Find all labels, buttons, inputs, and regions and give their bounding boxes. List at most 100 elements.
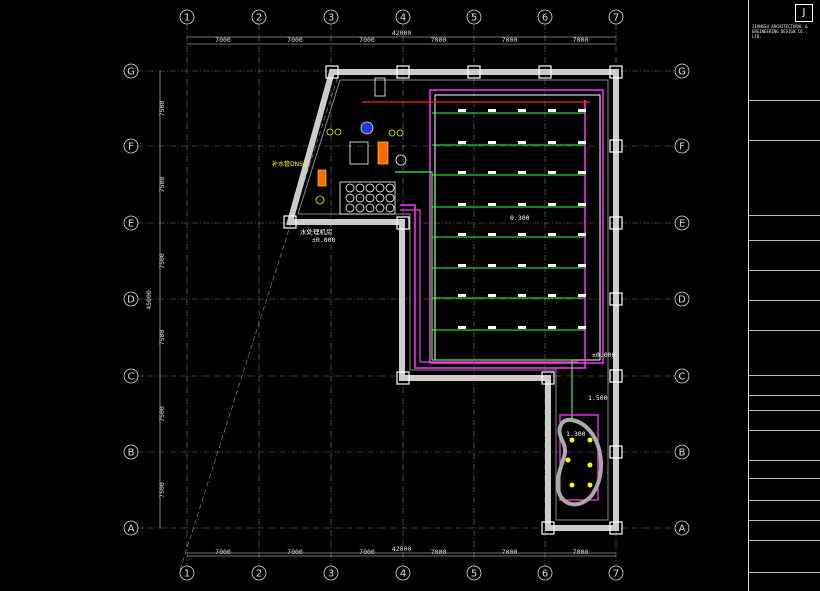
- col-top-4-bubble: [395, 9, 411, 25]
- col-bottom-3-bubble: [323, 565, 339, 581]
- col-top-1-bubble: [179, 9, 195, 25]
- return-main-pipe-2: [400, 209, 578, 363]
- supply-main-pipe: [395, 171, 433, 360]
- filter-tank: [365, 203, 375, 213]
- inlet-fitting: [518, 233, 526, 236]
- inlet-fitting: [578, 233, 586, 236]
- row-left-A-bubble: [123, 520, 139, 536]
- small-pool-fitting: [569, 482, 575, 488]
- col-bottom-1-bubble: [179, 565, 195, 581]
- supply-to-small-pool: [432, 359, 573, 420]
- title-block-row-line: [749, 240, 820, 241]
- inlet-fitting: [548, 171, 556, 174]
- dim-seg-bottom-text: 7000: [431, 548, 447, 556]
- side-level-text: 1.500: [588, 394, 608, 402]
- title-block-row-line: [749, 215, 820, 216]
- structural-column: [609, 445, 623, 459]
- title-block-row-line: [749, 540, 820, 541]
- dim-vertical-seg-text: 7500: [158, 482, 166, 498]
- title-block-row-line: [749, 460, 820, 461]
- company-name: JIANGSU ARCHITECTURAL & ENGINEERING DESI…: [752, 24, 808, 39]
- inlet-fitting: [578, 203, 586, 206]
- dim-seg-bottom-text: 7000: [359, 548, 375, 556]
- dosing-unit: [377, 141, 389, 165]
- stair-symbol: [374, 77, 386, 97]
- row-right-E-label: E: [679, 219, 685, 230]
- dim-seg-top-text: 7000: [431, 36, 447, 44]
- valve-icon: [326, 128, 334, 136]
- inlet-fitting: [518, 171, 526, 174]
- col-bottom-5-bubble: [466, 565, 482, 581]
- equipment: [315, 77, 407, 215]
- inlet-fitting: [548, 294, 556, 297]
- small-pool-outline: [555, 417, 604, 507]
- title-block-row-line: [749, 100, 820, 101]
- dim-seg-bottom-text: 7000: [502, 548, 518, 556]
- outer-wall: [286, 69, 619, 531]
- structural-column: [467, 65, 481, 79]
- col-bottom-5-label: 5: [471, 569, 477, 580]
- filter-tank: [375, 203, 385, 213]
- row-left-E-bubble: [123, 215, 139, 231]
- inlet-fitting: [488, 294, 496, 297]
- structural-column: [538, 65, 552, 79]
- pool-perimeter-pipe: [429, 89, 604, 364]
- pipe-label-text: 补水管DN50: [272, 160, 307, 168]
- dim-vertical-total: 45000: [145, 290, 153, 310]
- dim-vertical-seg-text: 7500: [158, 330, 166, 346]
- dim-seg-top-text: 7000: [287, 36, 303, 44]
- inlet-fitting: [518, 294, 526, 297]
- small-pool-pipe: [559, 414, 599, 501]
- inlet-fitting: [488, 171, 496, 174]
- inlet-fitting: [548, 141, 556, 144]
- dim-seg-bottom-text: 7000: [287, 548, 303, 556]
- col-bottom-4-label: 4: [400, 569, 406, 580]
- col-bottom-2-bubble: [251, 565, 267, 581]
- col-bottom-7-label: 7: [613, 569, 619, 580]
- title-block-row-line: [749, 572, 820, 573]
- dim-seg-top-text: 7000: [359, 36, 375, 44]
- structural-column: [541, 371, 555, 385]
- col-top-7-bubble: [608, 9, 624, 25]
- dim-vertical-seg-text: 7500: [158, 177, 166, 193]
- pool-level-text: 0.300: [510, 214, 530, 222]
- dim-vertical-seg-text: 7500: [158, 406, 166, 422]
- small-pool-fitting: [569, 437, 575, 443]
- filter-tank: [385, 203, 395, 213]
- col-top-6-label: 6: [542, 13, 548, 24]
- inlet-fitting: [458, 294, 466, 297]
- inlet-fitting: [548, 264, 556, 267]
- valve-icon: [315, 195, 325, 205]
- inlet-fitting: [488, 233, 496, 236]
- col-top-7-label: 7: [613, 13, 619, 24]
- col-top-5-bubble: [466, 9, 482, 25]
- row-left-D-label: D: [127, 295, 135, 306]
- row-right-D-label: D: [678, 295, 686, 306]
- row-left-A-label: A: [128, 524, 135, 535]
- title-block-row-line: [749, 430, 820, 431]
- structural-column: [283, 215, 297, 229]
- filter-tank: [345, 203, 355, 213]
- row-right-B-bubble: [674, 444, 690, 460]
- inlet-fitting: [518, 264, 526, 267]
- dim-seg-top-text: 7000: [215, 36, 231, 44]
- inlet-fitting: [578, 326, 586, 329]
- pump-unit: [360, 121, 374, 135]
- pipe-network: [362, 89, 604, 507]
- room-level-text: ±0.000: [312, 236, 336, 244]
- small-pool-fitting: [587, 437, 593, 443]
- row-left-C-bubble: [123, 368, 139, 384]
- col-top-5-label: 5: [471, 13, 477, 24]
- valve-icon: [334, 128, 342, 136]
- control-panel: [317, 169, 327, 187]
- row-left-E-label: E: [128, 219, 134, 230]
- inlet-fitting: [518, 141, 526, 144]
- row-left-B-bubble: [123, 444, 139, 460]
- dim-seg-bottom-text: 7000: [573, 548, 589, 556]
- structural-column: [609, 292, 623, 306]
- inlet-fitting: [458, 233, 466, 236]
- small-pool-fitting: [565, 457, 571, 463]
- ground-level-text: ±0.000: [592, 351, 616, 359]
